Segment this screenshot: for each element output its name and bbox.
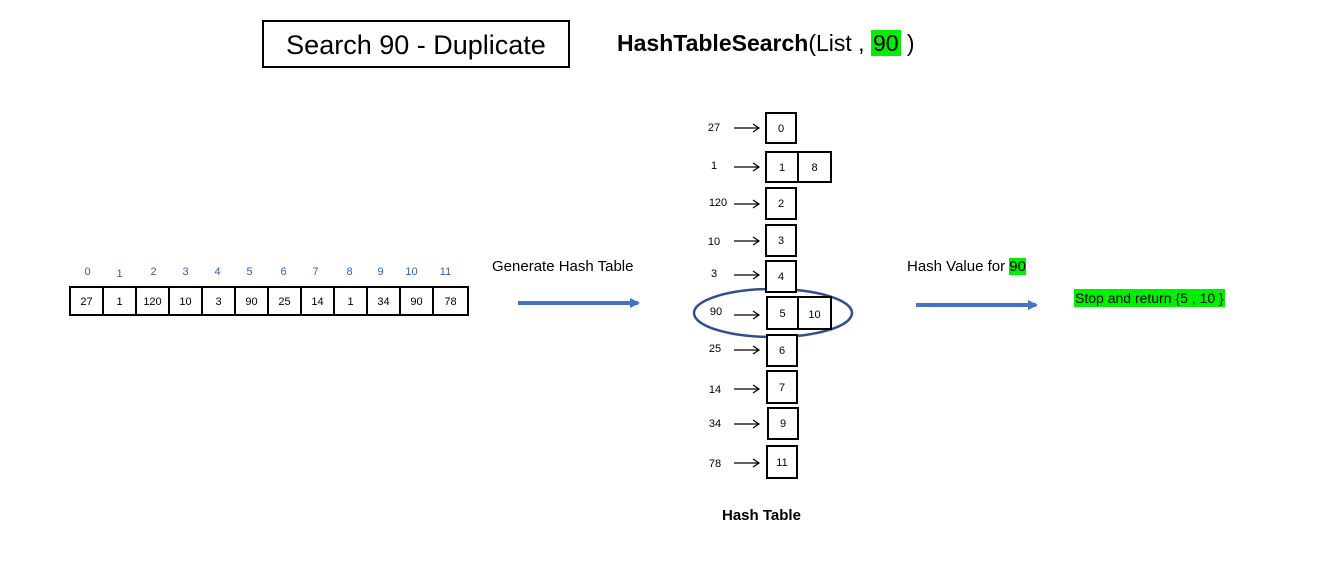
hash-slot: 9	[767, 407, 799, 440]
key-arrows	[734, 123, 761, 468]
array-cell: 27	[71, 288, 104, 316]
hash-slot: 1	[765, 151, 799, 183]
hash-key: 14	[708, 384, 722, 396]
array-index: 5	[246, 266, 253, 278]
function-highlight-arg: 90	[870, 30, 901, 56]
array-index: 10	[405, 266, 418, 278]
hash-value-text: Hash Value for	[907, 258, 1010, 275]
array-index: 6	[280, 266, 287, 278]
array-cell: 14	[302, 288, 335, 316]
title-box: Search 90 - Duplicate	[262, 20, 570, 68]
array-cell: 90	[236, 288, 269, 316]
function-call: HashTableSearch(List , 90 )	[617, 30, 915, 57]
key-arrow	[734, 162, 761, 172]
hash-slot: 7	[766, 370, 798, 404]
key-arrow	[734, 345, 761, 355]
hash-slot: 5	[766, 296, 799, 330]
array-cell: 78	[444, 296, 457, 308]
input-array: 27 1 120 10 3 90 25 14 1 34 90 78	[69, 286, 469, 316]
key-arrow	[734, 419, 761, 429]
hash-slot-chained: 8	[797, 151, 832, 183]
array-index: 9	[377, 266, 384, 278]
hash-slot: 11	[766, 445, 798, 479]
hash-key: 78	[708, 458, 722, 470]
hash-key: 3	[710, 268, 718, 280]
function-args: (List ,	[808, 30, 871, 56]
key-arrow	[734, 199, 761, 209]
key-arrow	[734, 384, 761, 394]
key-arrow	[734, 123, 761, 133]
hash-value-highlight: 90	[1009, 258, 1026, 275]
array-index: 11	[439, 266, 452, 278]
hash-value-label: Hash Value for 90	[907, 258, 1026, 275]
array-index: 4	[214, 266, 221, 278]
hash-table-caption: Hash Table	[722, 507, 801, 524]
hash-slot: 3	[765, 224, 797, 257]
hash-key: 120	[708, 197, 728, 209]
array-cell: 10	[170, 288, 203, 316]
result-text: Stop and return {5 , 10 }	[1074, 289, 1225, 307]
key-arrow	[734, 236, 761, 246]
function-name: HashTableSearch	[617, 30, 809, 56]
hash-key: 10	[707, 236, 721, 248]
hash-slot: 6	[766, 334, 798, 367]
function-close: )	[900, 30, 915, 56]
array-cell: 90	[401, 288, 434, 316]
key-arrow	[734, 458, 761, 468]
array-index: 8	[346, 266, 353, 278]
hash-key: 34	[708, 418, 722, 430]
generate-label: Generate Hash Table	[492, 258, 634, 275]
array-index: 2	[150, 266, 157, 278]
key-arrow	[734, 310, 761, 320]
hash-key: 1	[710, 160, 718, 172]
hash-slot-chained: 10	[797, 296, 832, 330]
array-cell: 1	[335, 288, 368, 316]
hash-slot: 4	[765, 260, 797, 293]
hash-slot: 0	[765, 112, 797, 144]
array-cell: 25	[269, 288, 302, 316]
array-index: 7	[312, 266, 319, 278]
array-index: 3	[182, 266, 189, 278]
array-index: 1	[116, 268, 123, 280]
array-cell: 34	[368, 288, 401, 316]
hash-key: 27	[707, 122, 721, 134]
array-cell: 3	[203, 288, 236, 316]
array-index: 0	[84, 266, 91, 278]
hash-slot: 2	[765, 187, 797, 220]
key-arrow	[734, 270, 761, 280]
hash-key: 25	[708, 343, 722, 355]
hash-key: 90	[709, 306, 723, 318]
array-cell: 1	[104, 288, 137, 316]
array-cell: 120	[137, 288, 170, 316]
